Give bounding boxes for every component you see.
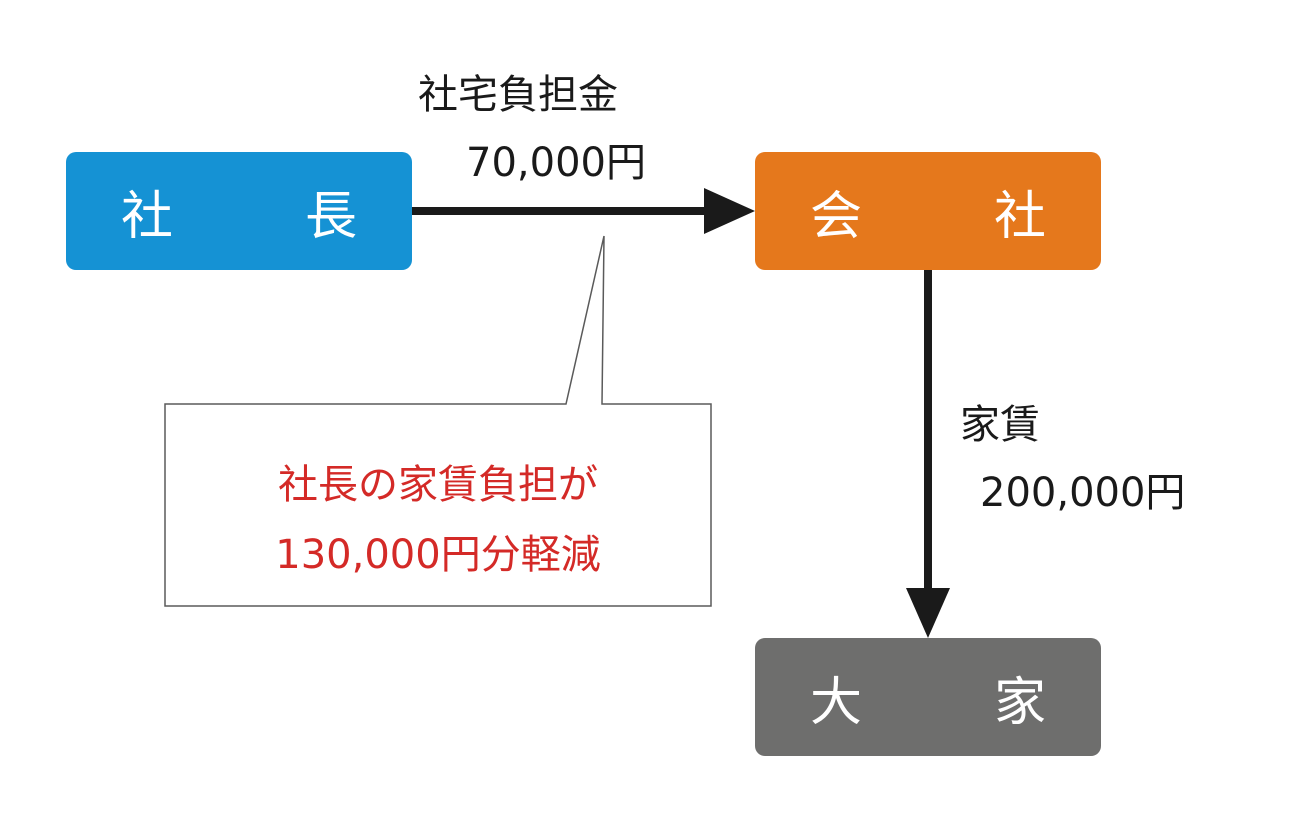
callout-outline xyxy=(164,235,712,607)
arrowhead-down xyxy=(906,588,950,638)
housing-contribution-title: 社宅負担金 xyxy=(418,72,618,118)
president-node: 社 長 xyxy=(66,152,412,270)
callout-line-2: 130,000円分軽減 xyxy=(275,532,601,578)
president-label: 社 長 xyxy=(120,186,397,247)
housing-contribution-amount: 70,000円 xyxy=(466,140,646,186)
rent-amount: 200,000円 xyxy=(980,470,1186,516)
rent-title: 家賃 xyxy=(960,402,1040,448)
landlord-node: 大 家 xyxy=(755,638,1101,756)
landlord-label: 大 家 xyxy=(809,672,1086,733)
callout-line-1: 社長の家賃負担が xyxy=(278,462,598,508)
company-label: 会 社 xyxy=(809,186,1086,247)
company-node: 会 社 xyxy=(755,152,1101,270)
arrowhead-right xyxy=(704,188,755,234)
